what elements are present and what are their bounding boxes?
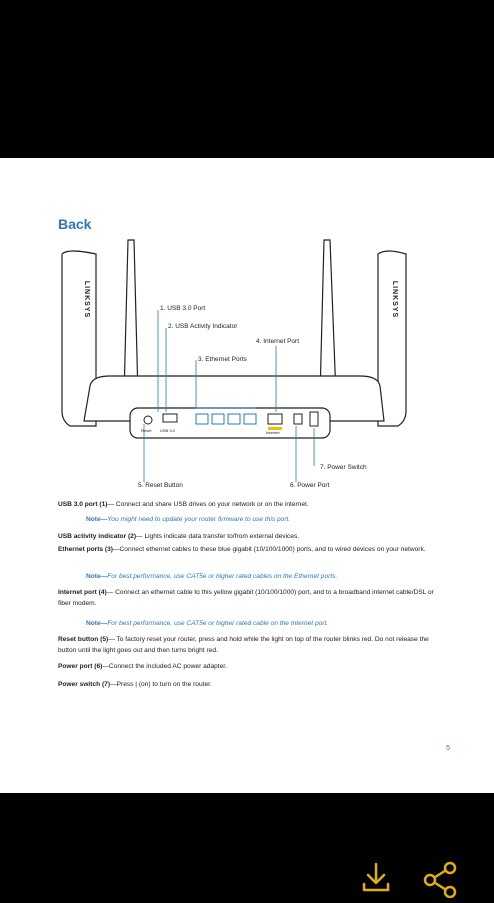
callout-usb-port: 1. USB 3.0 Port [160,305,206,312]
note-internet-cable: Note—For best performance, use CAT5e or … [86,620,329,627]
callout-reset-button: 5. Reset Button [138,482,183,489]
page-number: 5 [446,745,450,752]
callout-ethernet-ports: 3. Ethernet Ports [198,356,247,363]
download-button[interactable] [356,858,396,898]
port-label-internet: Internet [266,430,280,435]
callout-internet-port: 4. Internet Port [256,338,299,345]
note-usb-firmware: Note—You might need to update your route… [86,516,291,523]
desc-usb-indicator: USB activity indicator (2)— Lights indic… [58,533,300,540]
share-button[interactable] [420,858,460,899]
callout-power-switch: 7. Power Switch [320,464,367,471]
desc-reset-button: Reset button (5)— To factory reset your … [58,636,429,654]
callout-power-port: 6. Power Port [290,482,330,489]
port-label-reset: Reset [141,428,152,433]
note-ethernet-cables: Note—For best performance, use CAT5e or … [86,573,338,580]
desc-usb-port: USB 3.0 port (1)— Connect and share USB … [58,501,309,508]
router-brand-right: LINKSYS [391,280,399,319]
download-icon [362,862,390,892]
desc-power-switch: Power switch (7)—Press | (on) to turn on… [58,681,212,688]
router-brand-left: LINKSYS [83,280,91,319]
port-label-usb: USB 3.0 [160,428,175,433]
section-heading: Back [58,216,92,232]
router-illustration [61,239,407,482]
document-page: Back [0,158,494,793]
share-icon [423,861,457,899]
router-back-diagram: LINKSYS LINKSYS Reset USB 3.0 Internet 1… [0,236,494,496]
callout-usb-indicator: 2. USB Activity Indicator [168,323,238,330]
desc-power-port: Power port (6)—Connect the included AC p… [58,663,227,670]
desc-internet-port: Internet port (4)— Connect an ethernet c… [58,589,434,607]
desc-ethernet-ports: Ethernet ports (3)—Connect ethernet cabl… [58,546,426,553]
